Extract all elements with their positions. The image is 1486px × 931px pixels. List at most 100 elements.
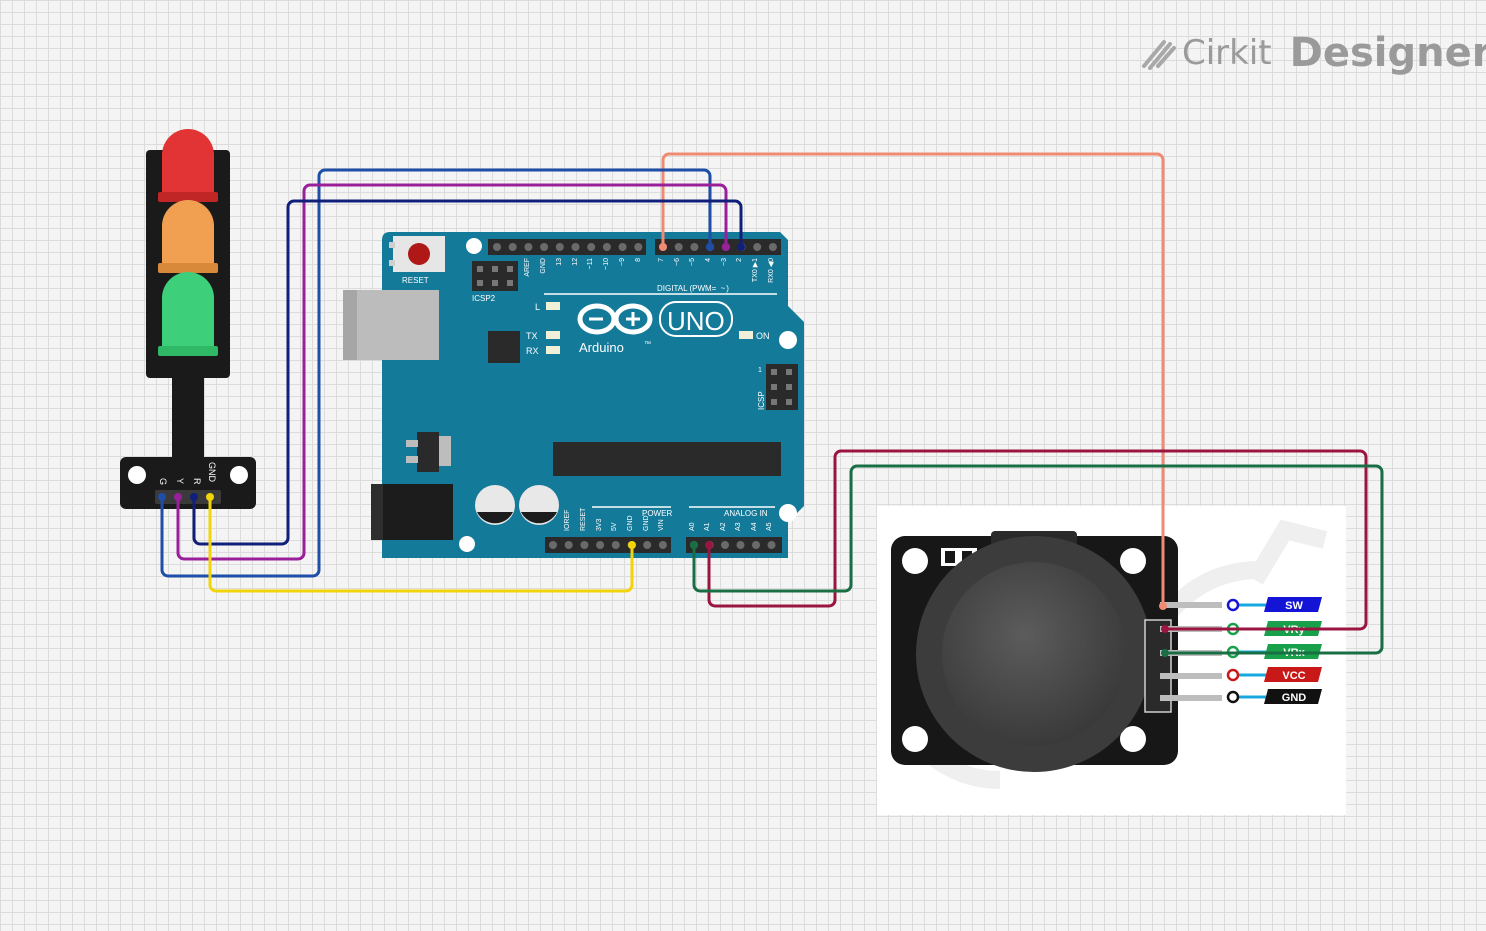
pin-label: ~6 bbox=[674, 258, 681, 266]
yellow-led bbox=[158, 200, 218, 273]
header-pin-hole[interactable] bbox=[555, 243, 564, 251]
digital-header-right bbox=[655, 239, 781, 255]
pin-label: TX0 ▶1 bbox=[752, 258, 759, 282]
header-pin-hole[interactable] bbox=[643, 541, 652, 549]
pin-label: RX0 ◀0 bbox=[768, 258, 775, 283]
header-pin-hole[interactable] bbox=[634, 243, 643, 251]
header-pin-hole[interactable] bbox=[587, 243, 596, 251]
dc-power-jack bbox=[371, 484, 453, 540]
header-pin-hole[interactable] bbox=[753, 243, 762, 251]
pin-label: 12 bbox=[572, 258, 579, 266]
header-pin-hole[interactable] bbox=[658, 541, 667, 549]
header-pin-hole[interactable] bbox=[493, 243, 501, 251]
red-led bbox=[158, 129, 218, 202]
header-pin-hole[interactable] bbox=[596, 541, 605, 549]
header-pin-hole[interactable] bbox=[690, 243, 699, 251]
wire-pin2-to-red-led[interactable] bbox=[192, 199, 743, 546]
cirkit-logo-icon bbox=[1142, 40, 1176, 70]
pin-label-gnd: GND bbox=[1264, 689, 1322, 704]
pin-label: A4 bbox=[751, 522, 758, 531]
pin-label: GND bbox=[643, 515, 650, 531]
pin-label: 5V bbox=[611, 522, 618, 531]
pin-label: 7 bbox=[658, 258, 665, 262]
joystick-knob[interactable] bbox=[916, 536, 1152, 772]
wire-a0-to-vrx[interactable] bbox=[692, 464, 1384, 655]
arduino-uno-board[interactable]: RESET ICSP2 L TX RX UNO Arduino ™ bbox=[343, 232, 804, 558]
pin-label: ~9 bbox=[619, 258, 626, 266]
brand-name-cirkit: Cirkit bbox=[1182, 33, 1272, 73]
pin-label: A3 bbox=[735, 522, 742, 531]
rx-label: RX bbox=[526, 346, 539, 356]
icsp-pin1-label: 1 bbox=[758, 367, 762, 374]
pin-label-vcc: VCC bbox=[1264, 667, 1322, 682]
header-pin-hole[interactable] bbox=[721, 541, 729, 549]
tl-pin-label-g: G bbox=[158, 478, 168, 485]
reset-button[interactable] bbox=[389, 236, 445, 272]
joystick-module[interactable]: SW VRy VRx VCC GND bbox=[877, 506, 1346, 815]
pin-label: GND bbox=[540, 258, 547, 274]
wire-gnd-to-led-gnd[interactable] bbox=[208, 497, 634, 593]
pin-label: ~3 bbox=[721, 258, 728, 266]
header-pin-hole[interactable] bbox=[602, 243, 611, 251]
header-pin-hole[interactable] bbox=[564, 541, 573, 549]
pin-label: A5 bbox=[766, 522, 773, 531]
header-pin-hole[interactable] bbox=[618, 243, 627, 251]
power-header bbox=[545, 537, 671, 553]
pin-label: ~10 bbox=[603, 258, 610, 270]
header-pin-hole[interactable] bbox=[736, 541, 745, 549]
traffic-light-module[interactable]: G Y R GND bbox=[120, 129, 256, 509]
wire-pin4-to-green-led[interactable] bbox=[160, 168, 712, 578]
pin-label: VIN bbox=[658, 519, 665, 531]
pin-label: IOREF bbox=[564, 510, 571, 531]
header-pin-hole[interactable] bbox=[768, 243, 777, 251]
reset-label: RESET bbox=[402, 276, 429, 285]
svg-text:VCC: VCC bbox=[1282, 670, 1305, 682]
header-pin-hole[interactable] bbox=[549, 541, 557, 549]
icsp2-label: ICSP2 bbox=[472, 294, 496, 303]
header-pin-hole[interactable] bbox=[611, 541, 620, 549]
pin-label: RESET bbox=[580, 507, 587, 531]
trademark-label: ™ bbox=[644, 341, 651, 348]
header-pin-hole[interactable] bbox=[580, 541, 589, 549]
model-label: UNO bbox=[667, 306, 725, 336]
on-led bbox=[739, 331, 753, 339]
voltage-regulator bbox=[406, 432, 451, 472]
header-pin-hole[interactable] bbox=[571, 243, 580, 251]
digital-label: DIGITAL (PWM= ~) bbox=[657, 284, 729, 293]
chip-small bbox=[488, 331, 520, 363]
pin-label: 4 bbox=[705, 258, 712, 262]
header-pin-hole[interactable] bbox=[674, 243, 683, 251]
pin-label: A1 bbox=[704, 522, 711, 531]
svg-text:SW: SW bbox=[1285, 600, 1303, 612]
rx-led bbox=[546, 346, 560, 354]
wire-pin7-to-sw[interactable] bbox=[661, 152, 1165, 606]
wire-a1-to-vry[interactable] bbox=[707, 449, 1368, 631]
header-pin-hole[interactable] bbox=[752, 541, 760, 549]
pin-label-sw: SW bbox=[1264, 597, 1322, 612]
pin-label: ~11 bbox=[587, 258, 594, 269]
icsp-label: ICSP bbox=[757, 391, 766, 410]
pin-label: 2 bbox=[736, 258, 743, 262]
header-pin-hole[interactable] bbox=[540, 243, 549, 251]
pin-label: A0 bbox=[689, 522, 696, 531]
usb-connector bbox=[343, 290, 439, 360]
tl-pin-label-gnd: GND bbox=[207, 462, 217, 483]
wire-endpoints bbox=[628, 243, 1169, 657]
wire-pin3-to-yellow-led[interactable] bbox=[176, 183, 728, 561]
cirkit-designer-logo: Cirkit Designer bbox=[1140, 30, 1486, 76]
brand-name-designer: Designer bbox=[1289, 30, 1486, 76]
pin-label: 3V3 bbox=[596, 518, 603, 531]
header-pin-hole[interactable] bbox=[767, 541, 776, 549]
capacitor-2 bbox=[519, 485, 559, 525]
on-label: ON bbox=[756, 331, 770, 341]
tl-pin-label-r: R bbox=[192, 478, 202, 485]
tx-led bbox=[546, 331, 560, 339]
uno-badge bbox=[659, 301, 733, 337]
header-pin-hole[interactable] bbox=[524, 243, 533, 251]
header-pin-hole[interactable] bbox=[508, 243, 517, 251]
microcontroller-chip bbox=[553, 442, 781, 476]
l-label: L bbox=[535, 302, 540, 312]
tl-pin-label-y: Y bbox=[175, 478, 185, 484]
power-label: POWER bbox=[642, 509, 672, 518]
